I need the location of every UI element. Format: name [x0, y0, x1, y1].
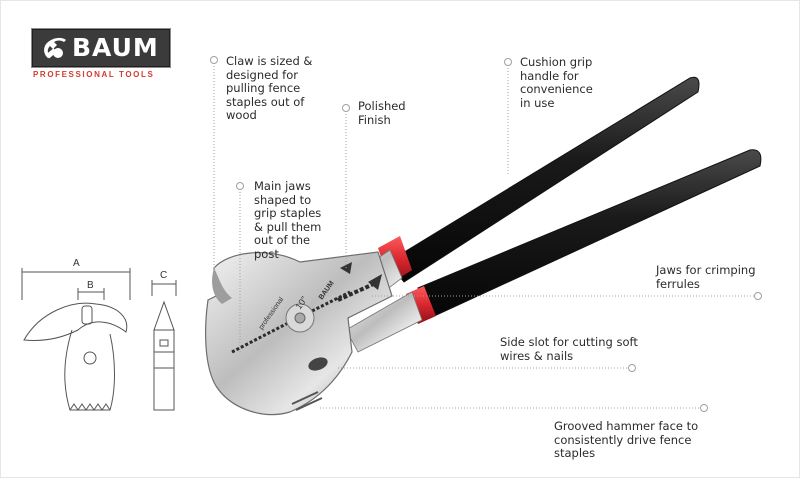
callout-crimping-jaws: Jaws for crimping ferrules: [656, 263, 756, 291]
callout-polished-finish: Polished Finish: [358, 99, 406, 127]
upper-handle: [378, 76, 700, 284]
logo-badge: BAUM: [31, 28, 171, 68]
plier-head: [205, 251, 393, 416]
dimension-label-b: B: [87, 280, 94, 291]
dimension-diagram-side: [151, 280, 177, 411]
lower-arm: [345, 291, 423, 353]
callout-claw: Claw is sized & designed for pulling fen…: [226, 54, 313, 122]
leader-lines: [213, 60, 758, 409]
callout-cushion-grip: Cushion grip handle for convenience in u…: [520, 55, 593, 110]
brand-tagline: PROFESSIONAL TOOLS: [33, 70, 155, 79]
dimension-diagram-front: [21, 268, 131, 411]
callout-side-slot: Side slot for cutting soft wires & nails: [500, 335, 638, 363]
brand-logo: BAUM PROFESSIONAL TOOLS: [31, 28, 171, 80]
callout-hammer-face: Grooved hammer face to consistently driv…: [554, 419, 699, 460]
dimension-label-c: C: [160, 270, 167, 281]
brand-name: BAUM: [72, 33, 159, 62]
leader-endpoints: [210, 56, 762, 412]
wrench-icon: [44, 37, 66, 59]
dimension-label-a: A: [73, 258, 80, 269]
callout-main-jaws: Main jaws shaped to grip staples & pull …: [254, 179, 322, 261]
